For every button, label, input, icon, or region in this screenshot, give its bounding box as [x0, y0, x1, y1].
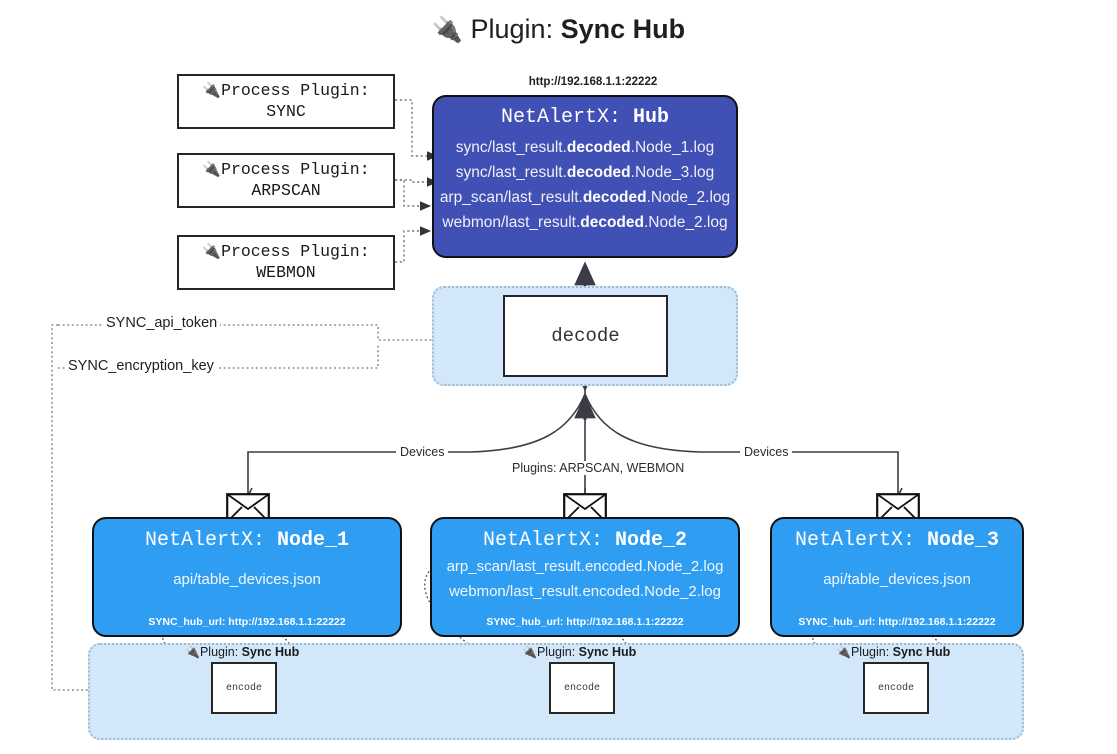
hub-node[interactable]: NetAlertX: Hub sync/last_result.decoded.…: [432, 95, 738, 258]
hub-url: http://192.168.1.1:22222: [528, 76, 658, 88]
node-resource-line: api/table_devices.json: [173, 571, 321, 588]
edge-label-plugins-center: Plugins: ARPSCAN, WEBMON: [508, 461, 689, 475]
edge-label-devices-right: Devices: [740, 445, 793, 459]
hub-title: NetAlertX: Hub: [434, 106, 736, 129]
plugin-caption-node-3: 🔌Plugin: Sync Hub: [836, 645, 950, 659]
encode-box-node-3[interactable]: encode: [863, 662, 929, 714]
hub-log-line: sync/last_result.decoded.Node_3.log: [455, 164, 715, 182]
plugin-caption-label: Plugin:: [850, 645, 890, 659]
hub-log-line: webmon/last_result.decoded.Node_2.log: [442, 214, 728, 232]
node-hub-url: SYNC_hub_url: http://192.168.1.1:22222: [486, 616, 684, 628]
process-plugin-line2: WEBMON: [256, 262, 316, 282]
process-plugin-sync[interactable]: 🔌Process Plugin: SYNC: [177, 74, 395, 129]
page-title-label: Plugin:: [470, 14, 554, 44]
plugin-caption-label: Plugin:: [536, 645, 576, 659]
hub-title-prefix: NetAlertX:: [500, 106, 621, 129]
encode-box-node-1[interactable]: encode: [211, 662, 277, 714]
process-plugin-line2: ARPSCAN: [251, 180, 321, 200]
node-title: NetAlertX: Node_3: [772, 529, 1022, 552]
node-hub-url: SYNC_hub_url: http://192.168.1.1:22222: [798, 616, 996, 628]
plug-icon: 🔌: [202, 80, 222, 99]
node-title-name: Node_1: [277, 529, 350, 552]
plugin-caption-node-2: 🔌Plugin: Sync Hub: [522, 645, 636, 659]
node-title-name: Node_3: [927, 529, 1000, 552]
node-box-node-1[interactable]: NetAlertX: Node_1 api/table_devices.json…: [92, 517, 402, 637]
edge-label-devices-left: Devices: [396, 445, 449, 459]
node-hub-url: SYNC_hub_url: http://192.168.1.1:22222: [148, 616, 346, 628]
plug-icon: 🔌: [431, 16, 463, 44]
node-title-prefix: NetAlertX:: [482, 529, 603, 552]
page-title-value: Sync Hub: [560, 14, 686, 44]
hub-log-line: arp_scan/last_result.decoded.Node_2.log: [439, 189, 731, 207]
plug-icon: 🔌: [836, 645, 851, 659]
node-title-prefix: NetAlertX:: [144, 529, 265, 552]
plugin-caption-label: Plugin:: [199, 645, 239, 659]
node-title: NetAlertX: Node_1: [94, 529, 400, 552]
node-resource-line: api/table_devices.json: [823, 571, 971, 588]
process-plugin-line1: Process Plugin:: [221, 80, 370, 100]
decode-box[interactable]: decode: [503, 295, 668, 377]
plug-icon: 🔌: [202, 159, 222, 178]
node-box-node-3[interactable]: NetAlertX: Node_3 api/table_devices.json…: [770, 517, 1024, 637]
node-resource-line: arp_scan/last_result.encoded.Node_2.log: [446, 558, 724, 575]
hub-title-name: Hub: [633, 106, 670, 129]
process-plugin-line2: SYNC: [266, 101, 306, 121]
plugin-caption-value: Sync Hub: [241, 645, 300, 659]
node-box-node-2[interactable]: NetAlertX: Node_2 arp_scan/last_result.e…: [430, 517, 740, 637]
env-api-token-label: SYNC_api_token: [103, 315, 221, 331]
process-plugin-webmon[interactable]: 🔌Process Plugin: WEBMON: [177, 235, 395, 290]
plug-icon: 🔌: [202, 241, 222, 260]
process-plugin-arpscan[interactable]: 🔌Process Plugin: ARPSCAN: [177, 153, 395, 208]
encode-box-node-2[interactable]: encode: [549, 662, 615, 714]
node-title: NetAlertX: Node_2: [432, 529, 738, 552]
process-plugin-line1: Process Plugin:: [221, 159, 370, 179]
plugin-caption-value: Sync Hub: [578, 645, 637, 659]
process-plugin-line1: Process Plugin:: [221, 241, 370, 261]
plugin-caption-node-1: 🔌Plugin: Sync Hub: [185, 645, 299, 659]
node-title-prefix: NetAlertX:: [794, 529, 915, 552]
node-resource-line: webmon/last_result.encoded.Node_2.log: [449, 582, 721, 600]
page-title: 🔌 Plugin: Sync Hub: [0, 14, 1117, 45]
plug-icon: 🔌: [522, 645, 537, 659]
hub-log-line: sync/last_result.decoded.Node_1.log: [455, 139, 715, 156]
env-encryption-key-label: SYNC_encryption_key: [65, 358, 217, 374]
node-title-name: Node_2: [615, 529, 688, 552]
plugin-caption-value: Sync Hub: [892, 645, 951, 659]
plug-icon: 🔌: [185, 645, 200, 659]
